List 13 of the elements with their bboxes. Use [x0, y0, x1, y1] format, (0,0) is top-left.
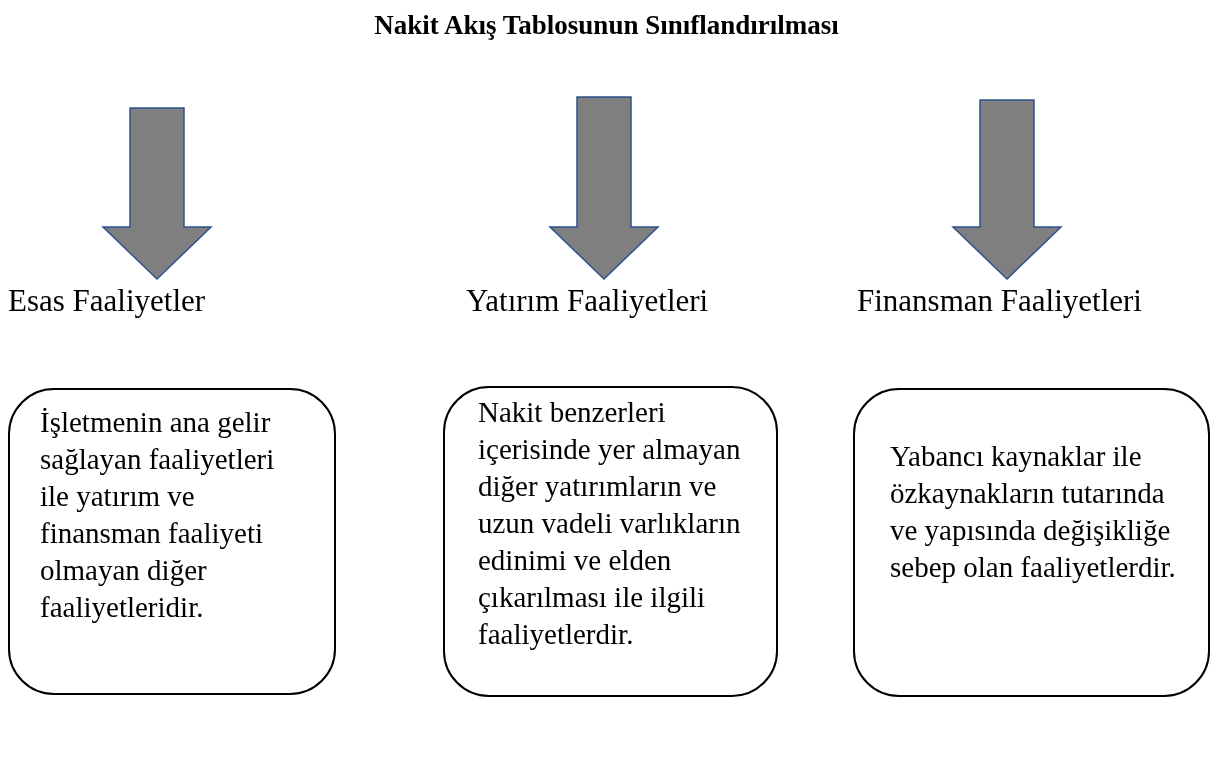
title: Nakit Akış Tablosunun Sınıflandırılması [373, 10, 840, 41]
category-label: Esas Faaliyetler [8, 283, 206, 319]
description-text: Nakit benzerleri içerisinde yer almayan diğer yatırımların ve uzun vadeli varlıkların edinimi ve elden çıkarılması ile ilgili faaliyetlerdir. [478, 395, 742, 652]
rounded-text-box [8, 388, 336, 695]
block-arrow [951, 99, 1063, 281]
block-arrow [548, 96, 660, 281]
description-text: Yabancı kaynaklar ile özkaynakların tutarında ve yapısında değişikliğe sebep olan faaliyetlerdir. [890, 439, 1177, 585]
description-text: İşletmenin ana gelir sağlayan faaliyetleri ile yatırım ve finansman faaliyeti olmayan diğer faaliyetleridir. [40, 405, 276, 625]
rounded-text-box [853, 388, 1210, 697]
category-label: Yatırım Faaliyetleri [466, 283, 709, 319]
category-label: Finansman Faaliyetleri [857, 283, 1142, 319]
rounded-text-box [443, 386, 778, 697]
block-arrow [101, 107, 213, 281]
